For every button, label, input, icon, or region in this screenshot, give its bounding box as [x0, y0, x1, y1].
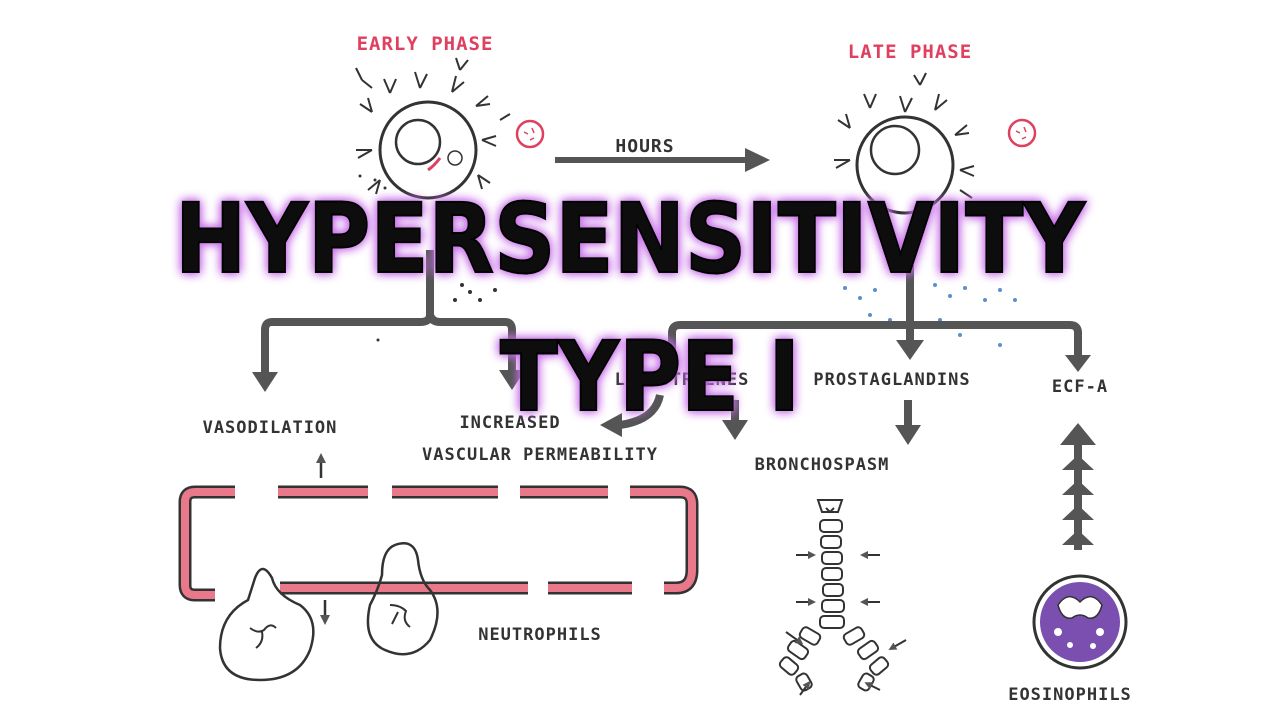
blood-vessel — [178, 453, 699, 625]
arrow-head-vasodilation — [252, 372, 278, 392]
late-mast-cell — [834, 72, 1037, 215]
arrow-head-leuko-left — [600, 413, 622, 437]
late-phase-label: LATE PHASE — [848, 41, 972, 63]
arrow-head-prostaglandins — [896, 340, 924, 360]
ecf-a-label: ECF-A — [1052, 377, 1108, 397]
granule-dots — [358, 174, 497, 342]
neutrophils-label: NEUTROPHILS — [478, 625, 602, 645]
vasodilation-label: VASODILATION — [203, 418, 338, 438]
vascular-permeability-label: VASCULAR PERMEABILITY — [422, 445, 658, 465]
prostaglandins-label: PROSTAGLANDINS — [813, 370, 970, 390]
early-mast-cell — [355, 57, 545, 200]
arrow-head-leuko-down — [722, 420, 748, 440]
hours-arrow — [555, 148, 770, 172]
ecf-a-chemotaxis-arrow — [1060, 423, 1096, 550]
increased-label: INCREASED — [459, 413, 560, 433]
bronchospasm-label: BRONCHOSPASM — [755, 455, 890, 475]
title-overlay: HYPERSENSITIVITY TYPE I — [174, 182, 1087, 434]
hours-label: HOURS — [615, 136, 674, 157]
eosinophil — [1032, 574, 1128, 670]
arrow-head-permeability — [499, 370, 525, 390]
neutrophil-right — [366, 542, 439, 656]
leukotrienes-label: LEUKOTRIENES — [615, 370, 750, 390]
title-line-1: HYPERSENSITIVITY — [175, 183, 1086, 295]
neutrophil-left — [218, 567, 315, 682]
early-branch-arrows — [261, 250, 516, 372]
bronchial-tree — [778, 499, 907, 696]
eosinophils-label: EOSINOPHILS — [1008, 685, 1132, 705]
arrow-head-ecfa — [1065, 355, 1091, 372]
title-line-2: TYPE I — [500, 321, 800, 433]
early-phase-label: EARLY PHASE — [357, 33, 494, 55]
arrow-head-bronchospasm — [895, 425, 921, 445]
late-branch-arrows — [619, 265, 1082, 429]
